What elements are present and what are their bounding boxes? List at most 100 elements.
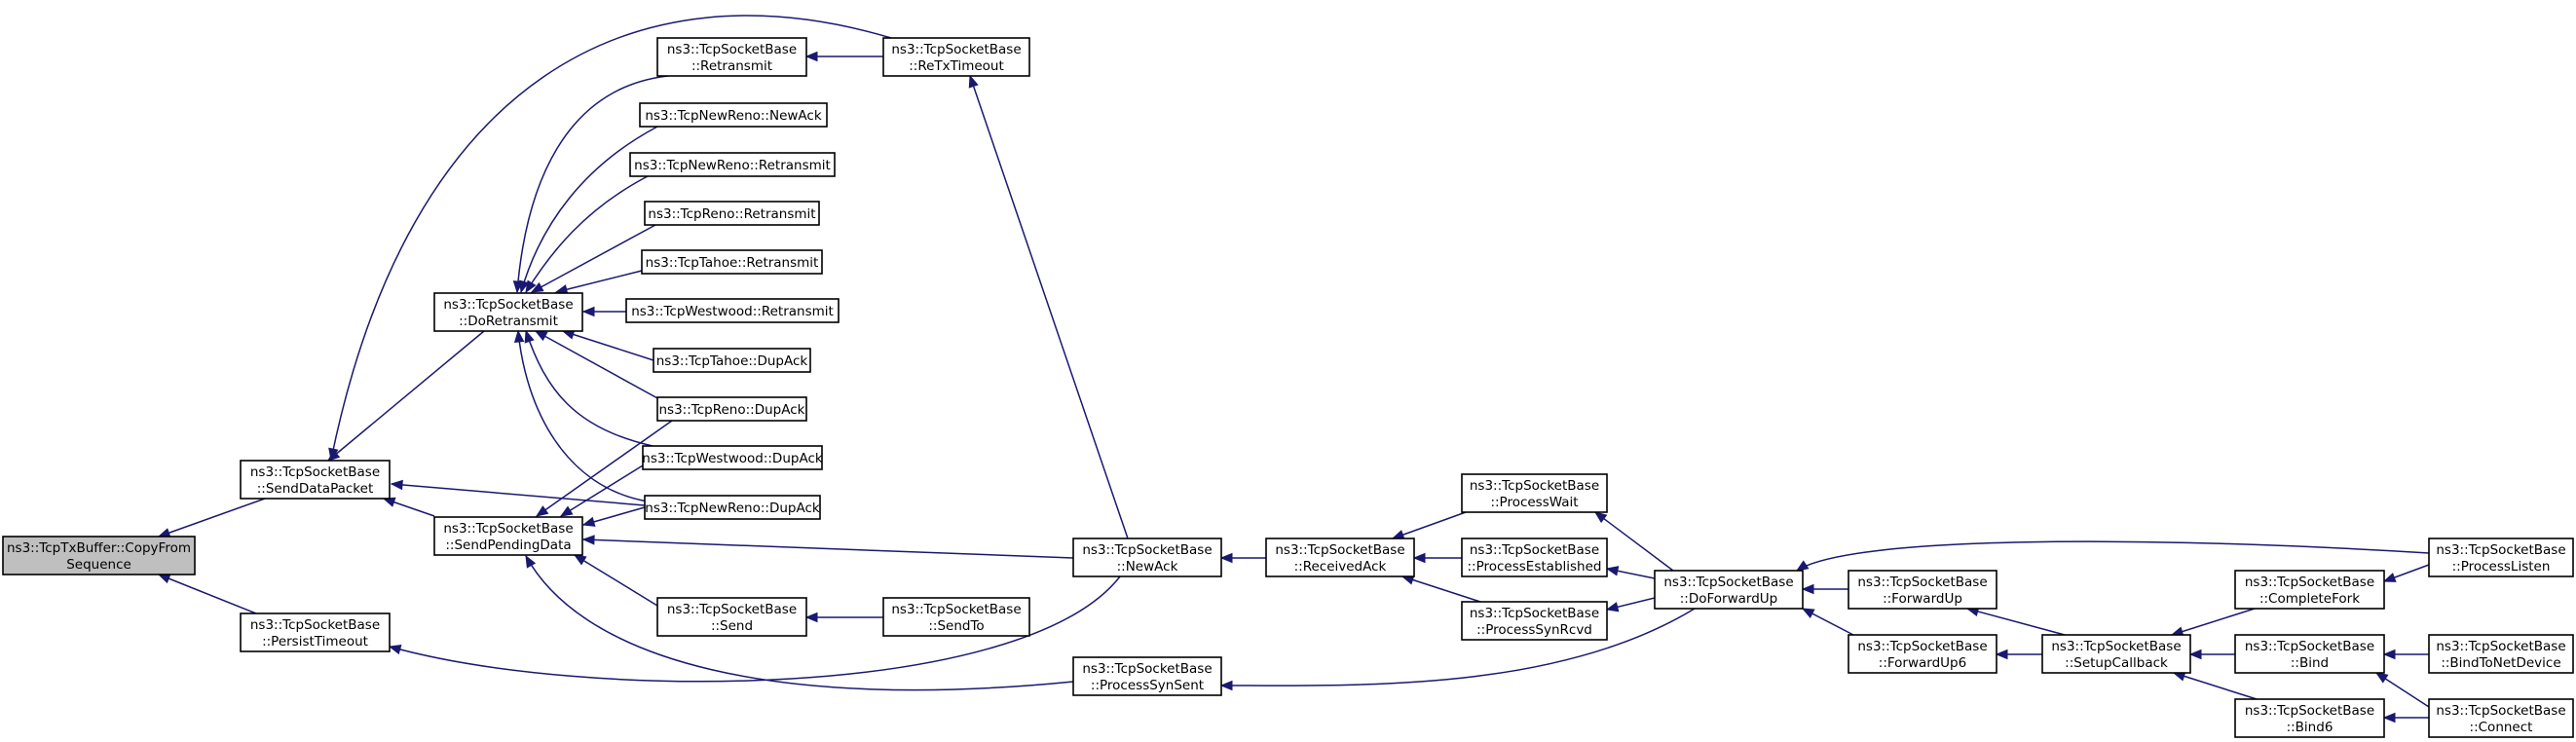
node-wwdup[interactable]: ns3::TcpWestwood::DupAck bbox=[642, 445, 823, 470]
edge-line bbox=[389, 575, 1121, 683]
node-conn[interactable]: ns3::TcpSocketBase::Connect bbox=[2428, 698, 2574, 738]
node-box[interactable] bbox=[1072, 538, 1222, 577]
node-newack[interactable]: ns3::TcpSocketBase::NewAck bbox=[1072, 538, 1222, 577]
node-pe[interactable]: ns3::TcpSocketBase::ProcessEstablished bbox=[1461, 538, 1608, 577]
node-box[interactable] bbox=[2041, 634, 2191, 674]
node-box[interactable] bbox=[2234, 634, 2385, 674]
node-box[interactable] bbox=[656, 396, 807, 422]
node-rtx[interactable]: ns3::TcpSocketBase::Retransmit bbox=[656, 37, 807, 77]
edge-rto-to-sdp bbox=[328, 15, 892, 462]
arrow-head bbox=[559, 505, 574, 517]
node-box[interactable] bbox=[1654, 570, 1804, 610]
edge-line bbox=[535, 330, 660, 400]
node-box[interactable] bbox=[2428, 538, 2574, 577]
node-box[interactable] bbox=[240, 612, 391, 652]
node-nrdup[interactable]: ns3::TcpNewReno::DupAck bbox=[644, 495, 821, 520]
node-box[interactable] bbox=[882, 597, 1030, 637]
node-tahrtx[interactable]: ns3::TcpTahoe::Retransmit bbox=[641, 249, 823, 275]
node-label-line: ns3::TcpNewReno::Retransmit bbox=[634, 158, 831, 173]
node-box[interactable] bbox=[1072, 656, 1222, 696]
node-label-line: ::Bind6 bbox=[2287, 720, 2333, 735]
node-rack[interactable]: ns3::TcpSocketBase::ReceivedAck bbox=[1265, 538, 1415, 577]
node-cf[interactable]: ns3::TcpSocketBase::CompleteFork bbox=[2234, 570, 2385, 610]
node-box[interactable] bbox=[2234, 570, 2385, 610]
node-pw[interactable]: ns3::TcpSocketBase::ProcessWait bbox=[1461, 473, 1608, 513]
node-box[interactable] bbox=[433, 516, 583, 556]
node-box[interactable] bbox=[639, 102, 828, 128]
arrow-head bbox=[1795, 560, 1810, 572]
node-box[interactable] bbox=[1848, 570, 1997, 610]
arrow-head bbox=[534, 330, 548, 342]
node-renortx[interactable]: ns3::TcpReno::Retransmit bbox=[644, 201, 820, 226]
arrow-head bbox=[804, 612, 818, 623]
edge-line bbox=[1220, 608, 1696, 686]
node-box[interactable] bbox=[1461, 538, 1608, 577]
node-sendto[interactable]: ns3::TcpSocketBase::SendTo bbox=[882, 597, 1030, 637]
arrow-head bbox=[968, 74, 979, 89]
node-label-line: ns3::TcpSocketBase bbox=[1275, 542, 1404, 558]
node-box[interactable] bbox=[240, 460, 391, 500]
node-spd[interactable]: ns3::TcpSocketBase::SendPendingData bbox=[433, 516, 583, 556]
node-label-line: ::ReTxTimeout bbox=[909, 58, 1004, 74]
node-pss[interactable]: ns3::TcpSocketBase::ProcessSynSent bbox=[1072, 656, 1222, 696]
node-box[interactable] bbox=[1848, 634, 1997, 674]
node-box[interactable] bbox=[653, 348, 811, 373]
node-box[interactable] bbox=[644, 201, 820, 226]
node-box[interactable] bbox=[2428, 698, 2574, 738]
node-label-line: ::ForwardUp bbox=[1883, 591, 1962, 607]
node-psr[interactable]: ns3::TcpSocketBase::ProcessSynRcvd bbox=[1461, 601, 1608, 641]
node-label-line: ::SendTo bbox=[928, 618, 984, 634]
node-pl[interactable]: ns3::TcpSocketBase::ProcessListen bbox=[2428, 538, 2574, 577]
node-box[interactable] bbox=[433, 292, 583, 332]
arrow-head bbox=[1995, 649, 2008, 660]
node-box[interactable] bbox=[1461, 473, 1608, 513]
arrow-head bbox=[2382, 712, 2396, 723]
arrow-head bbox=[581, 516, 596, 527]
node-nrnack[interactable]: ns3::TcpNewReno::NewAck bbox=[639, 102, 828, 128]
node-box[interactable] bbox=[641, 249, 823, 275]
node-box[interactable] bbox=[625, 298, 840, 323]
node-fu[interactable]: ns3::TcpSocketBase::ForwardUp bbox=[1848, 570, 1997, 610]
root-node-box[interactable] bbox=[2, 536, 196, 575]
edge-nrdup-to-spd bbox=[581, 506, 646, 527]
arrow-head bbox=[581, 306, 595, 317]
node-box[interactable] bbox=[2234, 698, 2385, 738]
node-pt[interactable]: ns3::TcpSocketBase::PersistTimeout bbox=[240, 612, 391, 652]
node-box[interactable] bbox=[642, 445, 823, 470]
edge-conn-to-bind6 bbox=[2382, 712, 2429, 723]
node-box[interactable] bbox=[656, 37, 807, 77]
node-box[interactable] bbox=[1265, 538, 1415, 577]
node-label-line: ns3::TcpSocketBase bbox=[443, 297, 573, 313]
node-renodup[interactable]: ns3::TcpReno::DupAck bbox=[656, 396, 807, 422]
node-send[interactable]: ns3::TcpSocketBase::Send bbox=[656, 597, 807, 637]
nodes-layer: ns3::TcpTxBuffer::CopyFromSequencens3::T… bbox=[2, 37, 2574, 738]
node-btnd[interactable]: ns3::TcpSocketBase::BindToNetDevice bbox=[2428, 634, 2574, 674]
edge-line bbox=[525, 555, 1074, 691]
node-label-line: ns3::TcpSocketBase bbox=[1082, 542, 1212, 558]
node-label-line: ::Retransmit bbox=[691, 58, 772, 74]
node-rto[interactable]: ns3::TcpSocketBase::ReTxTimeout bbox=[882, 37, 1030, 77]
node-label-line: ns3::TcpSocketBase bbox=[891, 42, 1021, 57]
node-sdp[interactable]: ns3::TcpSocketBase::SendDataPacket bbox=[240, 460, 391, 500]
node-fu6[interactable]: ns3::TcpSocketBase::ForwardUp6 bbox=[1848, 634, 1997, 674]
node-bind6[interactable]: ns3::TcpSocketBase::Bind6 bbox=[2234, 698, 2385, 738]
node-label-line: ::Send bbox=[711, 618, 753, 634]
edge-sdp-to-copy bbox=[157, 498, 266, 538]
node-box[interactable] bbox=[882, 37, 1030, 77]
node-box[interactable] bbox=[1461, 601, 1608, 641]
node-box[interactable] bbox=[2428, 634, 2574, 674]
node-bind[interactable]: ns3::TcpSocketBase::Bind bbox=[2234, 634, 2385, 674]
node-box[interactable] bbox=[629, 152, 836, 177]
edge-line bbox=[562, 330, 654, 361]
node-dr[interactable]: ns3::TcpSocketBase::DoRetransmit bbox=[433, 292, 583, 332]
node-nrrtx[interactable]: ns3::TcpNewReno::Retransmit bbox=[629, 152, 836, 177]
node-box[interactable] bbox=[656, 597, 807, 637]
node-wwrtx[interactable]: ns3::TcpWestwood::Retransmit bbox=[625, 298, 840, 323]
node-dfu[interactable]: ns3::TcpSocketBase::DoForwardUp bbox=[1654, 570, 1804, 610]
node-scb[interactable]: ns3::TcpSocketBase::SetupCallback bbox=[2041, 634, 2191, 674]
node-label-line: ns3::TcpWestwood::DupAck bbox=[642, 451, 823, 466]
node-tahdup[interactable]: ns3::TcpTahoe::DupAck bbox=[653, 348, 811, 373]
node-box[interactable] bbox=[644, 495, 821, 520]
